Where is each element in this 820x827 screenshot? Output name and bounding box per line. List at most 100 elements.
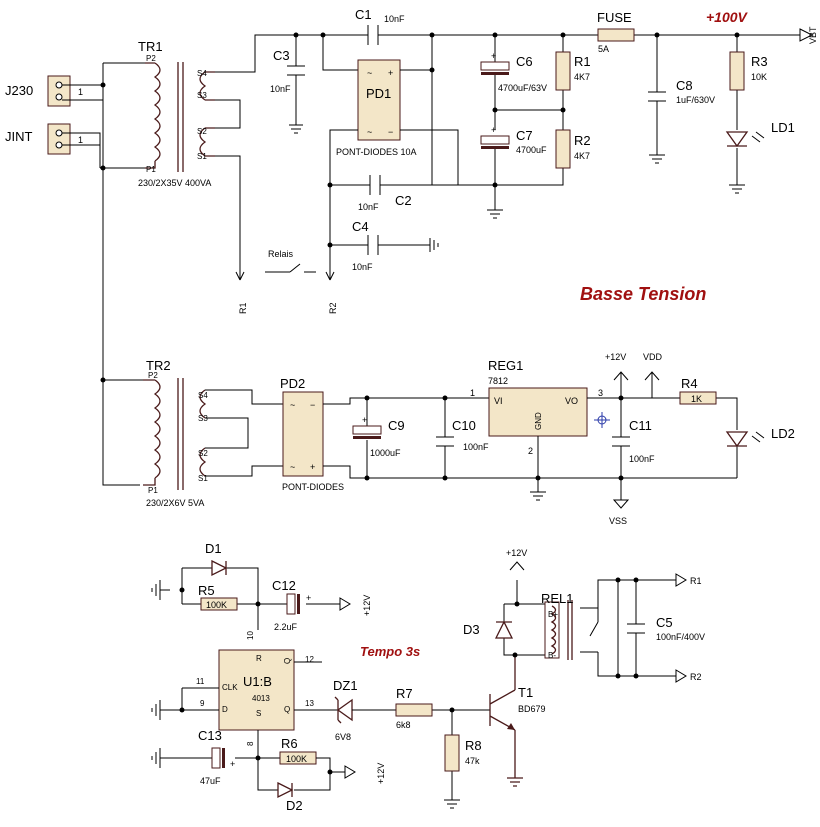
resistor-r7: R7 6k8 (395, 686, 433, 730)
svg-text:T1: T1 (518, 685, 533, 700)
svg-text:S2: S2 (197, 127, 207, 136)
svg-text:R1: R1 (238, 302, 248, 314)
svg-text:REG1: REG1 (488, 358, 523, 373)
svg-text:DZ1: DZ1 (333, 678, 358, 693)
led-ld2: LD2 (725, 426, 795, 448)
svg-text:B-: B- (548, 651, 556, 660)
svg-text:GND: GND (534, 412, 543, 430)
svg-text:2.2uF: 2.2uF (274, 622, 298, 632)
resistor-r3 (729, 51, 745, 91)
transistor-t1: T1 BD679 (489, 655, 546, 787)
svg-text:P2: P2 (146, 54, 156, 63)
resistor-r5: R5 100K (198, 583, 238, 611)
svg-text:PD1: PD1 (366, 86, 391, 101)
svg-text:R7: R7 (396, 686, 413, 701)
svg-text:R2: R2 (574, 133, 591, 148)
svg-text:+12V: +12V (605, 352, 626, 362)
svg-text:TR2: TR2 (146, 358, 171, 373)
capacitor-c9: + C9 1000uF (352, 398, 405, 478)
svg-text:C1: C1 (355, 7, 372, 22)
svg-text:+: + (362, 415, 367, 425)
svg-text:R3: R3 (751, 54, 768, 69)
svg-text:~: ~ (290, 400, 295, 410)
bridge-pd2: PD2 ~− ~+ PONT-DIODES (280, 376, 344, 492)
svg-text:9: 9 (200, 699, 205, 708)
flipflop-u1: U1:B 4013 CLK D R S Q Q 11 9 10 8 12 13 (196, 631, 314, 746)
diode-d2: D2 (277, 781, 303, 813)
svg-text:4K7: 4K7 (574, 151, 590, 161)
svg-text:1: 1 (470, 388, 475, 398)
svg-text:10: 10 (246, 631, 255, 640)
svg-text:FUSE: FUSE (597, 10, 632, 25)
svg-text:R6: R6 (281, 736, 298, 751)
svg-text:R1: R1 (574, 54, 591, 69)
svg-text:1000uF: 1000uF (370, 448, 401, 458)
svg-text:C13: C13 (198, 728, 222, 743)
svg-text:~: ~ (367, 127, 372, 137)
svg-text:4700uF/63V: 4700uF/63V (498, 83, 547, 93)
svg-text:D1: D1 (205, 541, 222, 556)
svg-text:C2: C2 (395, 193, 412, 208)
capacitor-c6: + C6 4700uF/63V (480, 51, 547, 93)
svg-text:10nF: 10nF (384, 14, 405, 24)
svg-text:−: − (388, 127, 393, 137)
svg-text:47k: 47k (465, 756, 480, 766)
svg-text:VO: VO (565, 396, 578, 406)
svg-text:S3: S3 (197, 91, 207, 100)
svg-text:10nF: 10nF (270, 84, 291, 94)
diode-d1: D1 (205, 541, 228, 577)
svg-text:S4: S4 (198, 391, 208, 400)
svg-text:4K7: 4K7 (574, 72, 590, 82)
svg-text:+12V: +12V (506, 548, 527, 558)
resistor-r1 (555, 51, 571, 91)
capacitor-c12: + C12 2.2uF (272, 578, 311, 632)
connector-j230: J230 1 (5, 75, 83, 107)
svg-text:R5: R5 (198, 583, 215, 598)
svg-text:1uF/630V: 1uF/630V (676, 95, 715, 105)
svg-text:VSS: VSS (609, 516, 627, 526)
svg-text:12: 12 (305, 655, 314, 664)
svg-text:R: R (256, 654, 262, 663)
section-title: Basse Tension (580, 284, 706, 304)
svg-text:P2: P2 (148, 371, 158, 380)
svg-text:C8: C8 (676, 78, 693, 93)
svg-text:4013: 4013 (252, 694, 270, 703)
resistor-r4: R4 1K (679, 376, 717, 405)
relais-switch: Relais (265, 249, 316, 273)
jint-pin: 1 (78, 135, 83, 145)
svg-text:S1: S1 (198, 474, 208, 483)
svg-text:C11: C11 (629, 418, 652, 433)
jint-label: JINT (5, 129, 33, 144)
regulator-reg1: REG1 7812 VI VO GND 1 3 2 (470, 358, 603, 456)
capacitor-c8: C8 1uF/630V (676, 78, 715, 105)
svg-text:CLK: CLK (222, 683, 238, 692)
svg-text:−: − (310, 400, 315, 410)
svg-text:C9: C9 (388, 418, 405, 433)
svg-text:+: + (491, 51, 496, 61)
svg-text:10nF: 10nF (358, 202, 379, 212)
svg-text:REL1: REL1 (541, 591, 574, 606)
relay-rel1: REL1 B+ B- (541, 591, 599, 660)
svg-text:P1: P1 (146, 165, 156, 174)
svg-text:5A: 5A (598, 44, 609, 54)
svg-text:U1:B: U1:B (243, 674, 272, 689)
tr1-value: 230/2X35V 400VA (138, 178, 211, 188)
svg-text:4700uF: 4700uF (516, 145, 547, 155)
svg-text:6k8: 6k8 (396, 720, 411, 730)
diode-d3: D3 (463, 620, 514, 639)
svg-text:C12: C12 (272, 578, 296, 593)
svg-text:D: D (222, 705, 228, 714)
svg-text:VBT: VBT (808, 26, 818, 44)
svg-text:C3: C3 (273, 48, 290, 63)
svg-text:VDD: VDD (643, 352, 663, 362)
capacitor-c11: C11 100nF (612, 398, 655, 478)
svg-text:100K: 100K (206, 600, 227, 610)
svg-text:Relais: Relais (268, 249, 294, 259)
bridge-pd1: PD1 ~+ ~− PONT-DIODES 10A (336, 59, 417, 157)
svg-text:PONT-DIODES: PONT-DIODES (282, 482, 344, 492)
svg-text:100nF: 100nF (463, 442, 489, 452)
svg-text:+: + (310, 462, 315, 472)
svg-text:6V8: 6V8 (335, 732, 351, 742)
svg-text:~: ~ (367, 68, 372, 78)
zener-dz1: DZ1 6V8 (333, 678, 358, 742)
